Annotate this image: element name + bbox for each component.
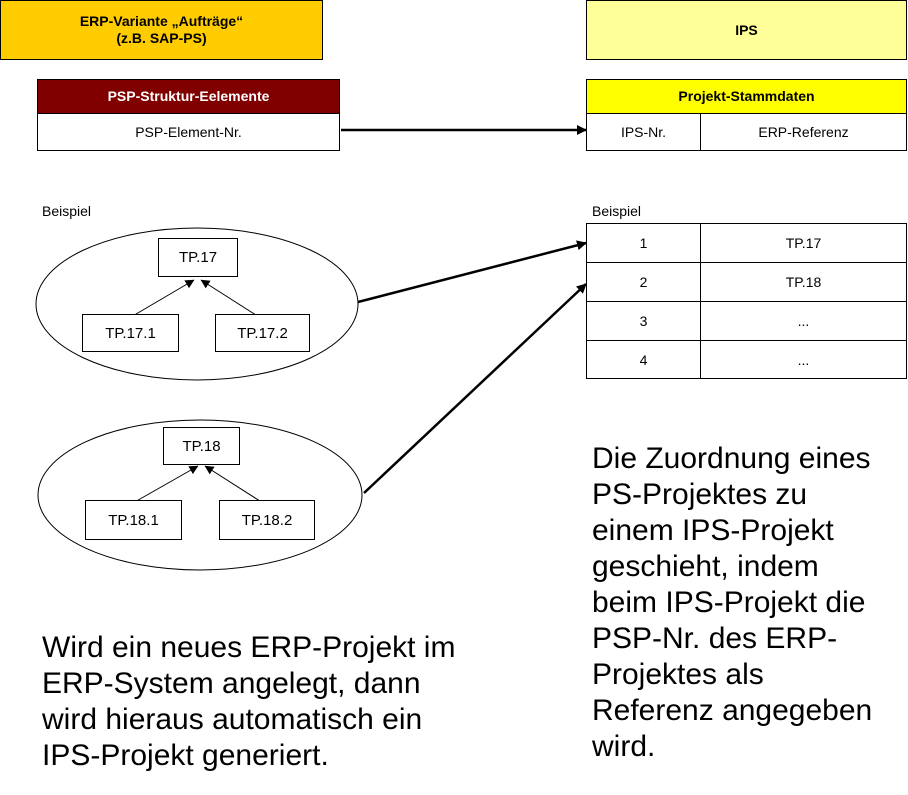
tree2-child-node-1: TP.18.1 — [85, 500, 182, 540]
tree2-root-node: TP.18 — [163, 427, 240, 465]
table-row-nr: 3 — [586, 301, 701, 341]
ips-note-line: PS-Projektes zu — [592, 478, 808, 511]
tree1-child-node-1: TP.17.1 — [82, 314, 179, 352]
table-row-ref: TP.17 — [700, 223, 907, 263]
table-row-ref: TP.18 — [700, 262, 907, 302]
tree1-edge-2 — [200, 279, 260, 318]
tree2-edge-1 — [132, 465, 199, 504]
psp-element-field: PSP-Element-Nr. — [37, 113, 340, 151]
table-row-ref: ... — [700, 340, 907, 379]
table-row-nr: 2 — [586, 262, 701, 302]
tree2-child-node-2: TP.18.2 — [219, 500, 315, 540]
ips-note-line: Projektes als — [592, 658, 764, 691]
ips-note-line: einem IPS-Projekt — [592, 514, 834, 547]
ips-note-line: wird. — [592, 730, 656, 763]
table-row-nr: 1 — [586, 223, 701, 263]
psp-structure-header: PSP-Struktur-Eelemente — [37, 79, 340, 114]
erp-variant-subtitle: (z.B. SAP-PS) — [116, 30, 207, 46]
ips-nr-column-header: IPS-Nr. — [586, 113, 701, 151]
erp-ref-column-header: ERP-Referenz — [700, 113, 907, 151]
erp-variant-box: ERP-Variante „Aufträge“ (z.B. SAP-PS) — [0, 0, 323, 60]
erp-variant-title: ERP-Variante „Aufträge“ — [79, 13, 244, 29]
right-example-label: Beispiel — [592, 203, 642, 219]
table-row-nr: 4 — [586, 340, 701, 379]
left-example-label: Beispiel — [42, 203, 92, 219]
tree1-root-node: TP.17 — [158, 238, 238, 277]
ips-title: IPS — [735, 21, 758, 38]
erp-note: Wird ein neues ERP-Projekt im ERP-System… — [42, 630, 512, 774]
tree1-edge-1 — [130, 279, 195, 318]
tree1-child-node-2: TP.17.2 — [215, 314, 310, 352]
ips-box: IPS — [586, 0, 907, 60]
tree2-to-row2-arrow — [363, 283, 587, 494]
erp-note-line: IPS-Projekt generiert. — [42, 739, 329, 772]
erp-note-line: ERP-System angelegt, dann — [42, 667, 421, 700]
erp-ref-column-label: ERP-Referenz — [758, 124, 849, 140]
ips-note: Die Zuordnung eines PS-Projektes zu eine… — [592, 441, 904, 765]
psp-element-field-label: PSP-Element-Nr. — [135, 124, 242, 140]
ips-note-line: PSP-Nr. des ERP- — [592, 622, 838, 655]
ips-nr-column-label: IPS-Nr. — [620, 124, 667, 140]
tree2-edge-2 — [204, 465, 264, 504]
ips-note-line: beim IPS-Projekt die — [592, 586, 866, 619]
ips-note-line: Die Zuordnung eines — [592, 442, 871, 475]
project-master-header-label: Projekt-Stammdaten — [678, 88, 815, 104]
table-row-ref: ... — [700, 301, 907, 341]
tree1-to-row1-arrow — [357, 240, 587, 304]
ips-note-line: geschieht, indem — [592, 550, 819, 583]
example-table: 1 TP.17 2 TP.18 3 ... 4 ... — [586, 223, 907, 379]
psp-structure-header-label: PSP-Struktur-Eelemente — [107, 88, 270, 104]
ips-note-line: Referenz angegeben — [592, 694, 873, 727]
project-master-header: Projekt-Stammdaten — [586, 79, 907, 114]
erp-note-line: wird hieraus automatisch ein — [42, 703, 423, 736]
erp-note-line: Wird ein neues ERP-Projekt im — [42, 631, 456, 664]
